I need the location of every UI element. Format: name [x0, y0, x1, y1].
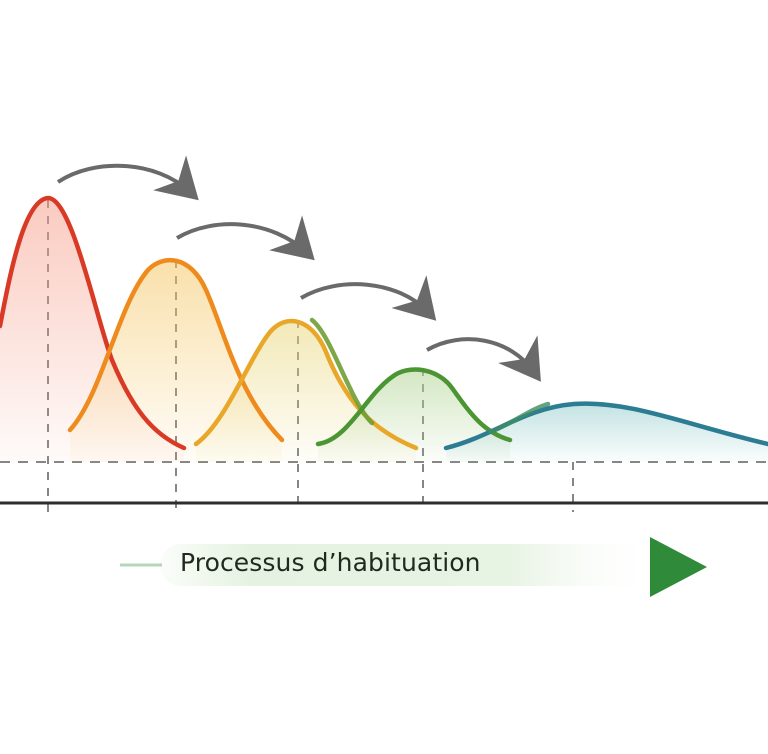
process-arrow-head	[650, 537, 707, 597]
curve-line-4	[315, 367, 513, 447]
process-banner-bg	[160, 544, 660, 586]
arrow-4	[426, 335, 541, 382]
curve-line-3-green	[309, 317, 375, 426]
curve-line-1	[0, 195, 187, 451]
curve-fill-4	[318, 369, 510, 462]
curve-line-2	[67, 257, 285, 443]
arrow-3	[299, 275, 437, 321]
process-banner	[120, 537, 707, 597]
curve-line-5-green	[487, 401, 551, 435]
curve-fill-1	[0, 198, 184, 462]
cut-off-label: n	[0, 95, 1, 123]
arrow-2	[175, 215, 315, 261]
curve-fills	[0, 198, 768, 462]
curve-lines	[0, 195, 768, 451]
transition-arrows	[56, 155, 541, 382]
process-label: Processus d’habituation	[180, 548, 481, 577]
arrow-1	[56, 155, 199, 201]
curve-fill-5	[446, 403, 768, 462]
